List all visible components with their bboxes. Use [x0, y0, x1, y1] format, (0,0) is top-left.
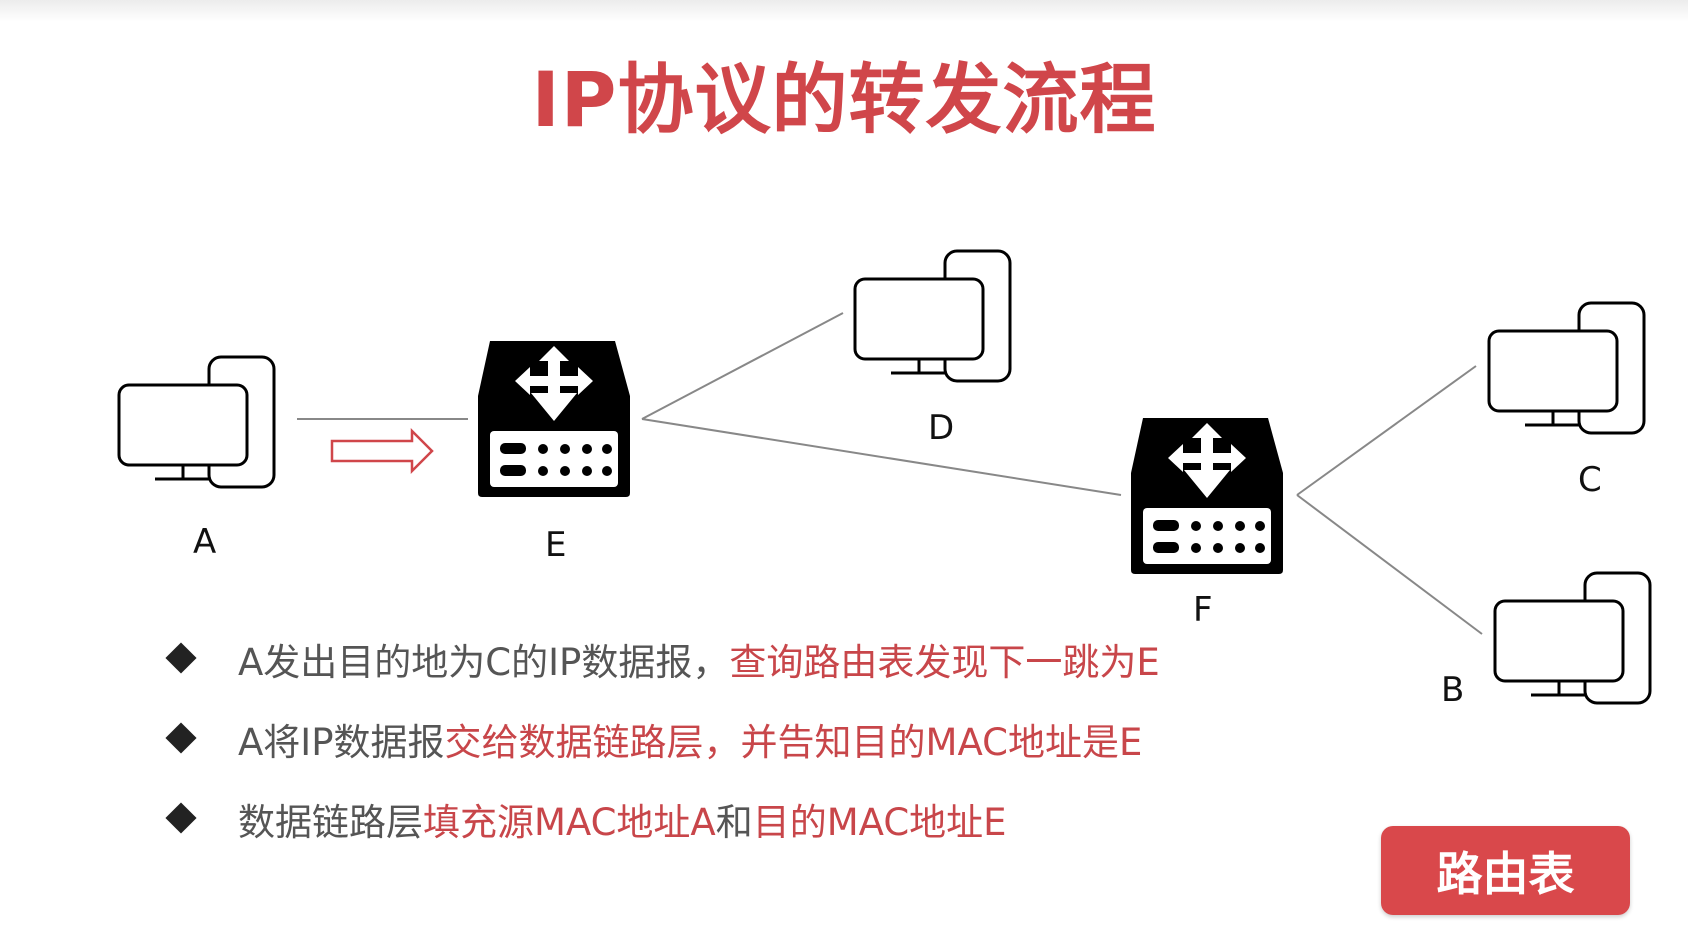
- link-e-d: [641, 312, 844, 420]
- node-label-b: B: [1441, 670, 1465, 710]
- router-icon-e: [478, 341, 630, 497]
- bullet-1-text: A发出目的地为C的IP数据报，: [238, 641, 730, 684]
- node-label-d: D: [928, 408, 955, 448]
- computer-icon-d: [853, 249, 1012, 383]
- bullet-3-highlight: 填充源MAC地址A: [423, 801, 716, 844]
- top-bar: [0, 0, 1688, 22]
- computer-icon-b: [1493, 571, 1652, 705]
- bullet-3-highlight-2: 目的MAC地址E: [752, 801, 1007, 844]
- link-e-f: [641, 418, 1122, 496]
- link-f-c: [1296, 365, 1477, 496]
- computer-icon-c: [1487, 301, 1646, 435]
- bullet-2-highlight: 交给数据链路层，并告知目的MAC地址是E: [444, 721, 1143, 764]
- bullet-item-2: A将IP数据报交给数据链路层，并告知目的MAC地址是E: [165, 712, 1143, 766]
- bullet-1-highlight: 查询路由表发现下一跳为E: [729, 641, 1160, 684]
- computer-icon-a: [117, 355, 276, 489]
- node-label-a: A: [193, 522, 217, 562]
- bullet-item-1: A发出目的地为C的IP数据报，查询路由表发现下一跳为E: [165, 632, 1160, 686]
- node-label-c: C: [1578, 460, 1602, 500]
- bullet-2-text: A将IP数据报: [238, 721, 445, 764]
- routing-table-button[interactable]: 路由表: [1381, 826, 1630, 915]
- node-label-f: F: [1193, 590, 1213, 630]
- bullet-3-text-2: 和: [715, 801, 753, 844]
- bullet-3-text: 数据链路层: [238, 801, 423, 844]
- node-label-e: E: [545, 525, 567, 565]
- diamond-bullet-icon: [165, 802, 197, 834]
- bullet-item-3: 数据链路层填充源MAC地址A和目的MAC地址E: [165, 792, 1007, 846]
- right-arrow-icon: [330, 427, 434, 475]
- diamond-bullet-icon: [165, 722, 197, 754]
- connection-lines: [297, 312, 1483, 635]
- router-icon-f: [1131, 418, 1283, 574]
- diamond-bullet-icon: [165, 642, 197, 674]
- link-f-b: [1296, 494, 1483, 635]
- page-title: IP协议的转发流程: [531, 55, 1157, 144]
